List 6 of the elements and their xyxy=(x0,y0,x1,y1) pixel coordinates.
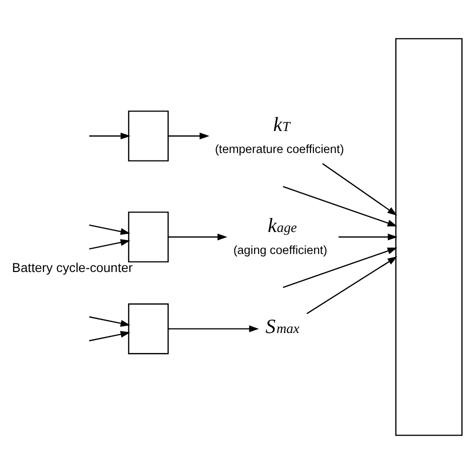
node-text: Smax xyxy=(265,316,300,338)
node-label: Battery cycle-counter xyxy=(12,260,133,276)
node-text: kage xyxy=(268,215,297,238)
node-label: (aging coefficient) xyxy=(233,242,328,257)
node-label: (temperature coefficient) xyxy=(214,142,344,156)
node-text: kT xyxy=(273,114,290,136)
